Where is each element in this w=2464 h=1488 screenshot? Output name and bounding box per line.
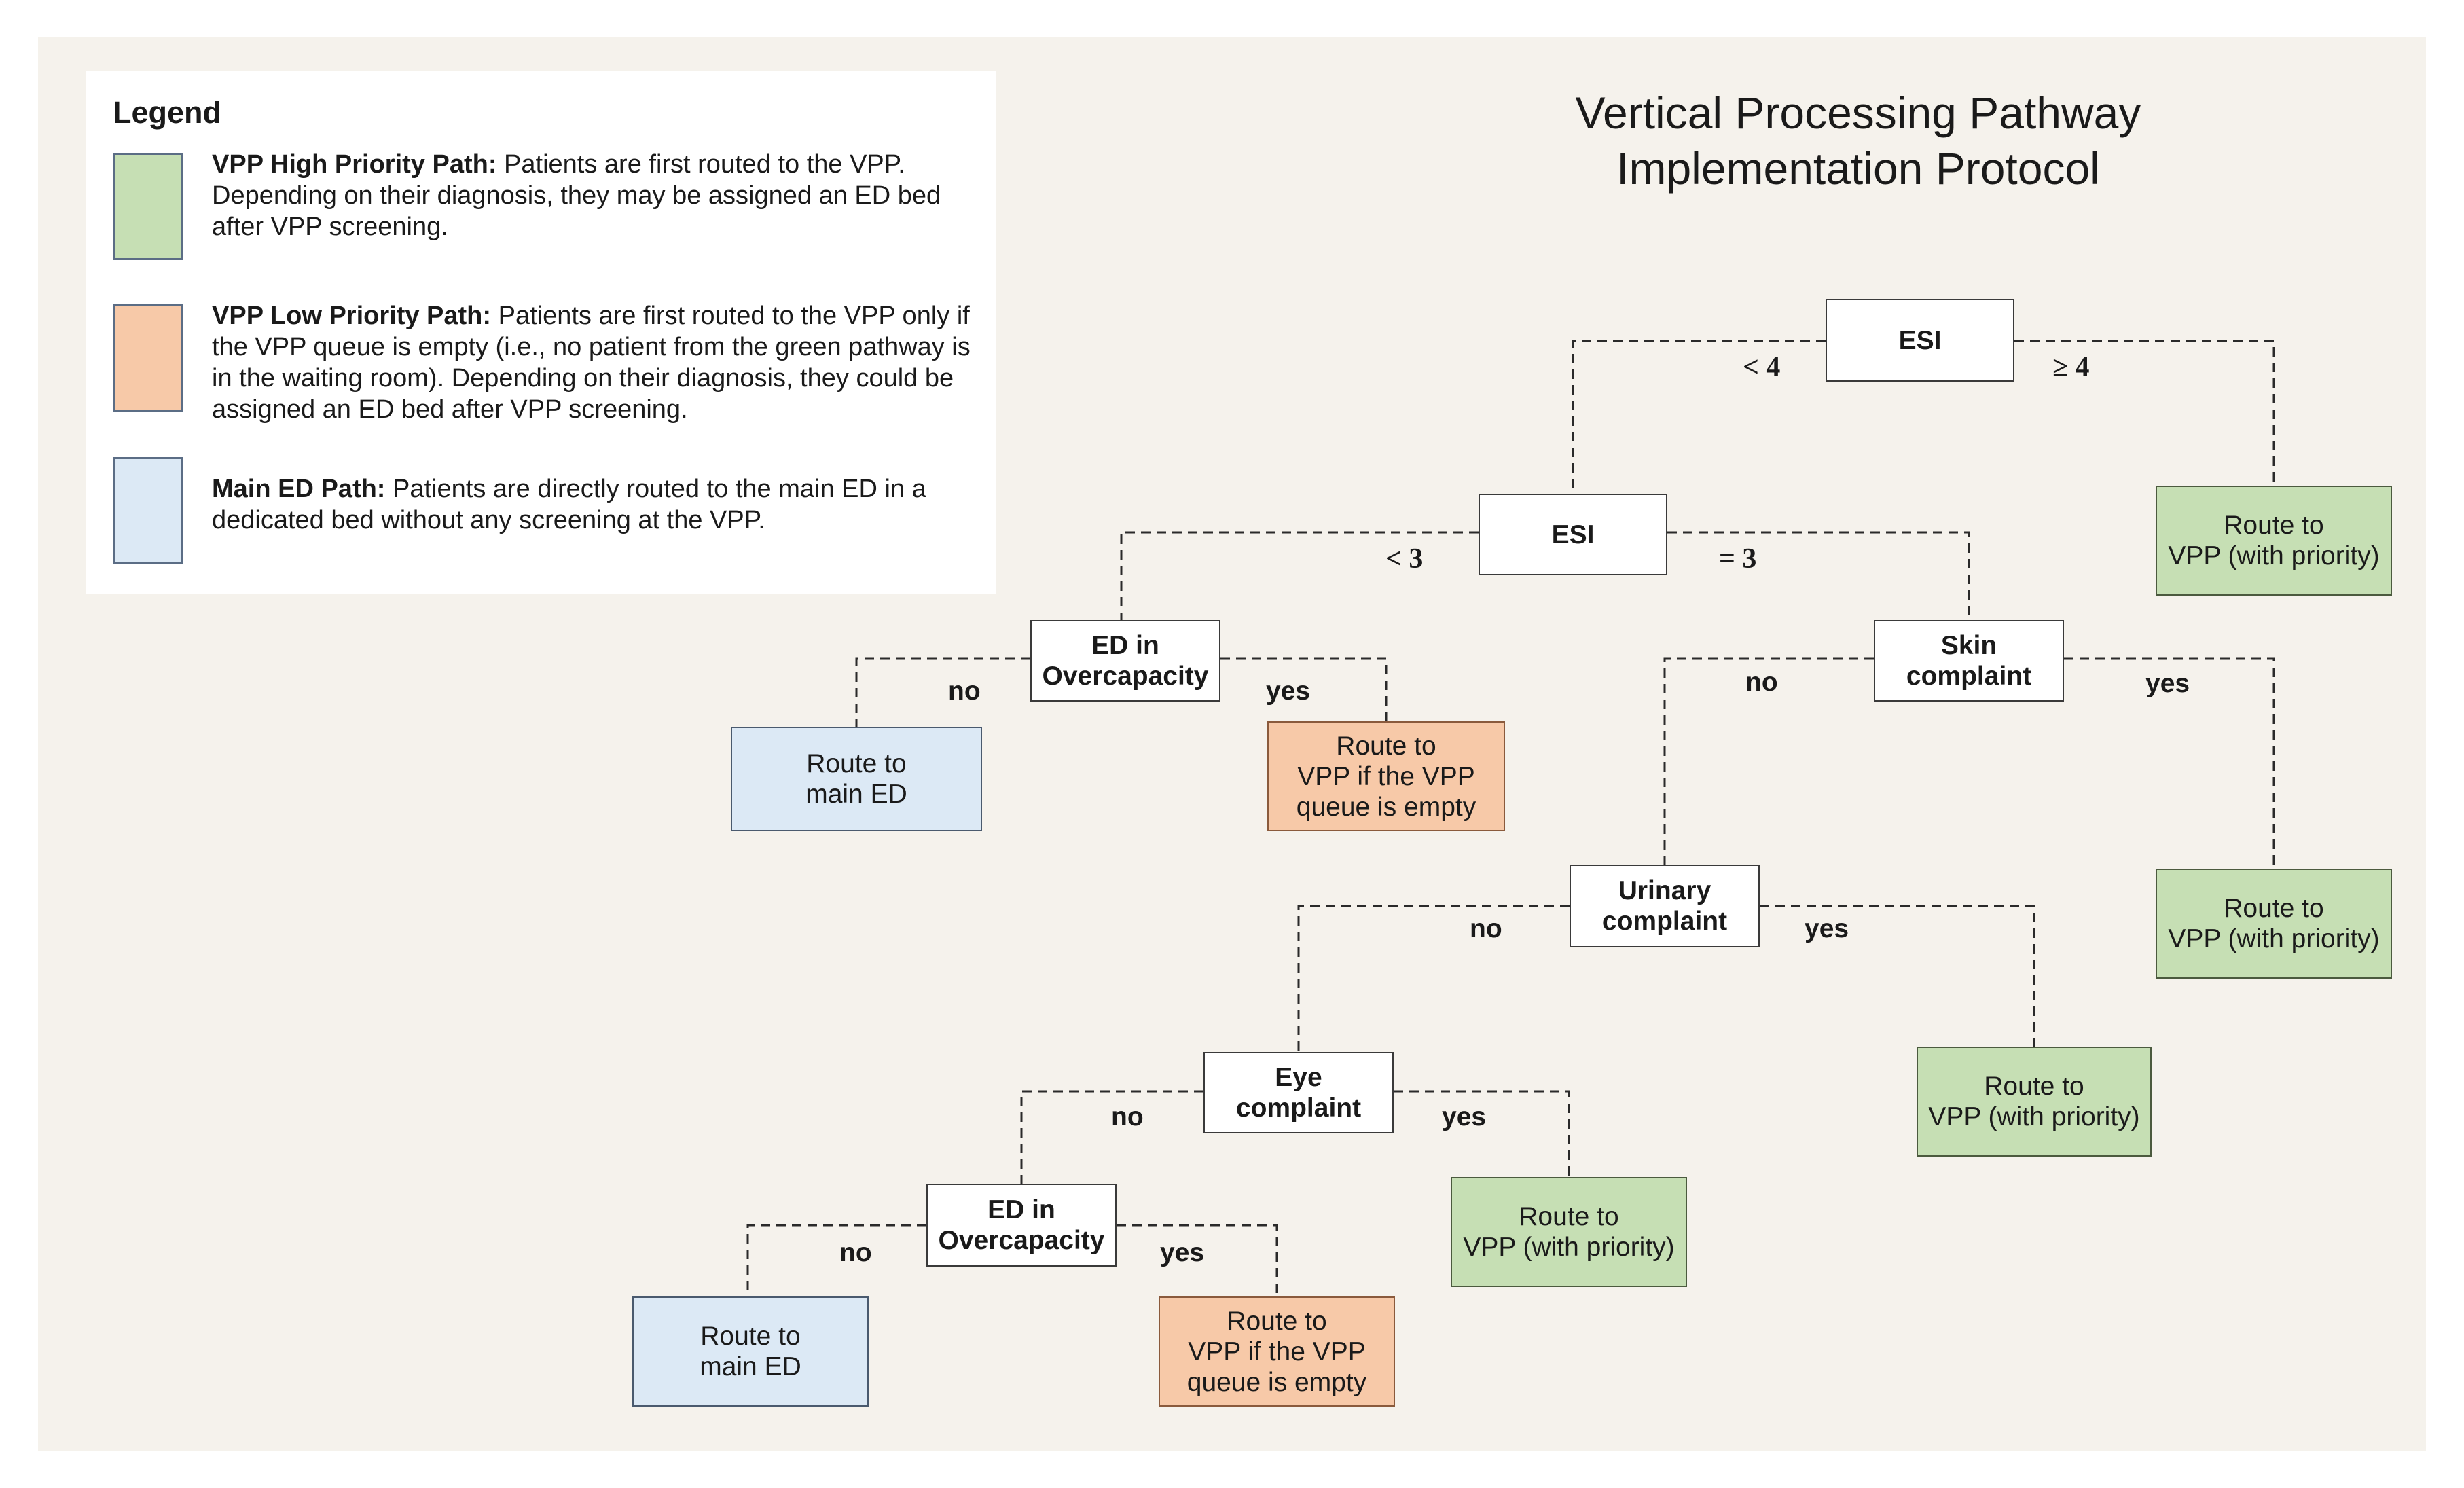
node-route-vpp-if-empty-1-label: Route to VPP if the VPP queue is empty <box>1296 731 1476 822</box>
legend-term-main-ed: Main ED Path: <box>212 475 386 503</box>
legend-desc-main-ed: Patients are directly routed to the main… <box>212 475 926 534</box>
node-urinary-complaint: Urinary complaint <box>1570 865 1760 947</box>
node-urinary-complaint-label: Urinary complaint <box>1601 876 1728 936</box>
edge-esi-ge4 <box>2014 340 2275 486</box>
edge-label-ed1-yes: yes <box>1266 676 1311 706</box>
edge-label-ed1-no: no <box>948 676 981 706</box>
node-route-vpp-priority-3: Route to VPP (with priority) <box>1917 1047 2152 1157</box>
title-line-1: Vertical Processing Pathway <box>1575 88 2141 138</box>
legend-swatch-green <box>113 153 183 260</box>
edge-ed2-no <box>746 1224 926 1296</box>
node-ed-overcapacity-2-label: ED in Overcapacity <box>938 1195 1105 1255</box>
edge-skin-no <box>1663 657 1874 865</box>
edge-label-urinary-no: no <box>1470 914 1502 943</box>
edge-label-eye-yes: yes <box>1442 1102 1487 1131</box>
edge-label-esi-eq3: = 3 <box>1719 543 1757 575</box>
node-esi-top: ESI <box>1826 299 2014 382</box>
node-skin-complaint-label: Skin complaint <box>1906 631 2032 691</box>
edge-ed1-no <box>855 657 1030 727</box>
legend-text-high-priority: VPP High Priority Path: Patients are fir… <box>212 149 979 242</box>
node-esi-second: ESI <box>1479 494 1667 575</box>
legend-term-low-priority: VPP Low Priority Path: <box>212 302 492 330</box>
node-route-vpp-priority-1-label: Route to VPP (with priority) <box>2168 511 2380 570</box>
node-route-main-ed-2: Route to main ED <box>632 1296 869 1407</box>
node-esi-second-label: ESI <box>1551 520 1595 549</box>
node-skin-complaint: Skin complaint <box>1874 620 2064 702</box>
edge-label-eye-no: no <box>1111 1102 1144 1131</box>
node-route-main-ed-1-label: Route to main ED <box>805 749 907 809</box>
legend-desc-low-priority: Patients are first routed to the VPP onl… <box>212 302 971 424</box>
node-ed-overcapacity-1: ED in Overcapacity <box>1030 620 1220 702</box>
node-esi-top-label: ESI <box>1898 325 1942 355</box>
node-eye-complaint-label: Eye complaint <box>1235 1063 1362 1123</box>
legend-desc-high-priority: Patients are first routed to the VPP. De… <box>212 150 941 241</box>
edge-ed2-yes <box>1117 1224 1278 1296</box>
edge-urinary-no <box>1297 905 1570 1052</box>
edge-eye-no <box>1020 1090 1203 1184</box>
edge-esi-eq3 <box>1667 531 1970 620</box>
legend-term-high-priority: VPP High Priority Path: <box>212 150 497 179</box>
legend-text-low-priority: VPP Low Priority Path: Patients are firs… <box>212 300 979 425</box>
diagram-panel: Vertical Processing Pathway Implementati… <box>38 37 2426 1451</box>
node-route-main-ed-2-label: Route to main ED <box>700 1322 801 1381</box>
legend-heading: Legend <box>113 95 222 130</box>
node-ed-overcapacity-1-label: ED in Overcapacity <box>1042 631 1209 691</box>
legend: Legend VPP High Priority Path: Patients … <box>86 71 996 594</box>
node-route-vpp-priority-4: Route to VPP (with priority) <box>1451 1177 1687 1287</box>
node-route-vpp-if-empty-2-label: Route to VPP if the VPP queue is empty <box>1186 1306 1367 1397</box>
edge-label-skin-yes: yes <box>2145 669 2190 698</box>
legend-swatch-orange <box>113 304 183 412</box>
node-route-vpp-if-empty-2: Route to VPP if the VPP queue is empty <box>1159 1296 1395 1407</box>
edge-label-esi-lt3: < 3 <box>1385 543 1424 575</box>
connector-lines <box>746 340 2275 1296</box>
edge-skin-yes <box>2064 657 2275 869</box>
node-route-vpp-priority-2: Route to VPP (with priority) <box>2156 869 2392 979</box>
edge-label-skin-no: no <box>1745 668 1778 697</box>
legend-text-main-ed: Main ED Path: Patients are directly rout… <box>212 473 979 536</box>
node-eye-complaint: Eye complaint <box>1203 1052 1394 1133</box>
edge-label-ed2-no: no <box>839 1238 872 1267</box>
node-route-main-ed-1: Route to main ED <box>731 727 982 831</box>
edge-ed1-yes <box>1220 657 1388 721</box>
node-route-vpp-priority-3-label: Route to VPP (with priority) <box>1928 1072 2140 1131</box>
node-ed-overcapacity-2: ED in Overcapacity <box>926 1184 1117 1267</box>
legend-swatch-blue <box>113 457 183 564</box>
edge-urinary-yes <box>1760 905 2035 1047</box>
edge-esi-lt3 <box>1120 531 1479 620</box>
node-route-vpp-priority-2-label: Route to VPP (with priority) <box>2168 894 2380 954</box>
node-route-vpp-if-empty-1: Route to VPP if the VPP queue is empty <box>1267 721 1505 831</box>
edge-esi-lt4 <box>1572 340 1826 494</box>
node-route-vpp-priority-1: Route to VPP (with priority) <box>2156 486 2392 596</box>
edge-label-urinary-yes: yes <box>1805 914 1849 943</box>
edge-eye-yes <box>1394 1090 1570 1177</box>
diagram-title: Vertical Processing Pathway Implementati… <box>1383 85 2334 196</box>
edge-label-esi-lt4: < 4 <box>1743 352 1781 383</box>
edge-label-ed2-yes: yes <box>1160 1238 1205 1267</box>
edge-label-esi-ge4: ≥ 4 <box>2052 352 2090 383</box>
title-line-2: Implementation Protocol <box>1616 143 2100 194</box>
node-route-vpp-priority-4-label: Route to VPP (with priority) <box>1463 1202 1675 1262</box>
